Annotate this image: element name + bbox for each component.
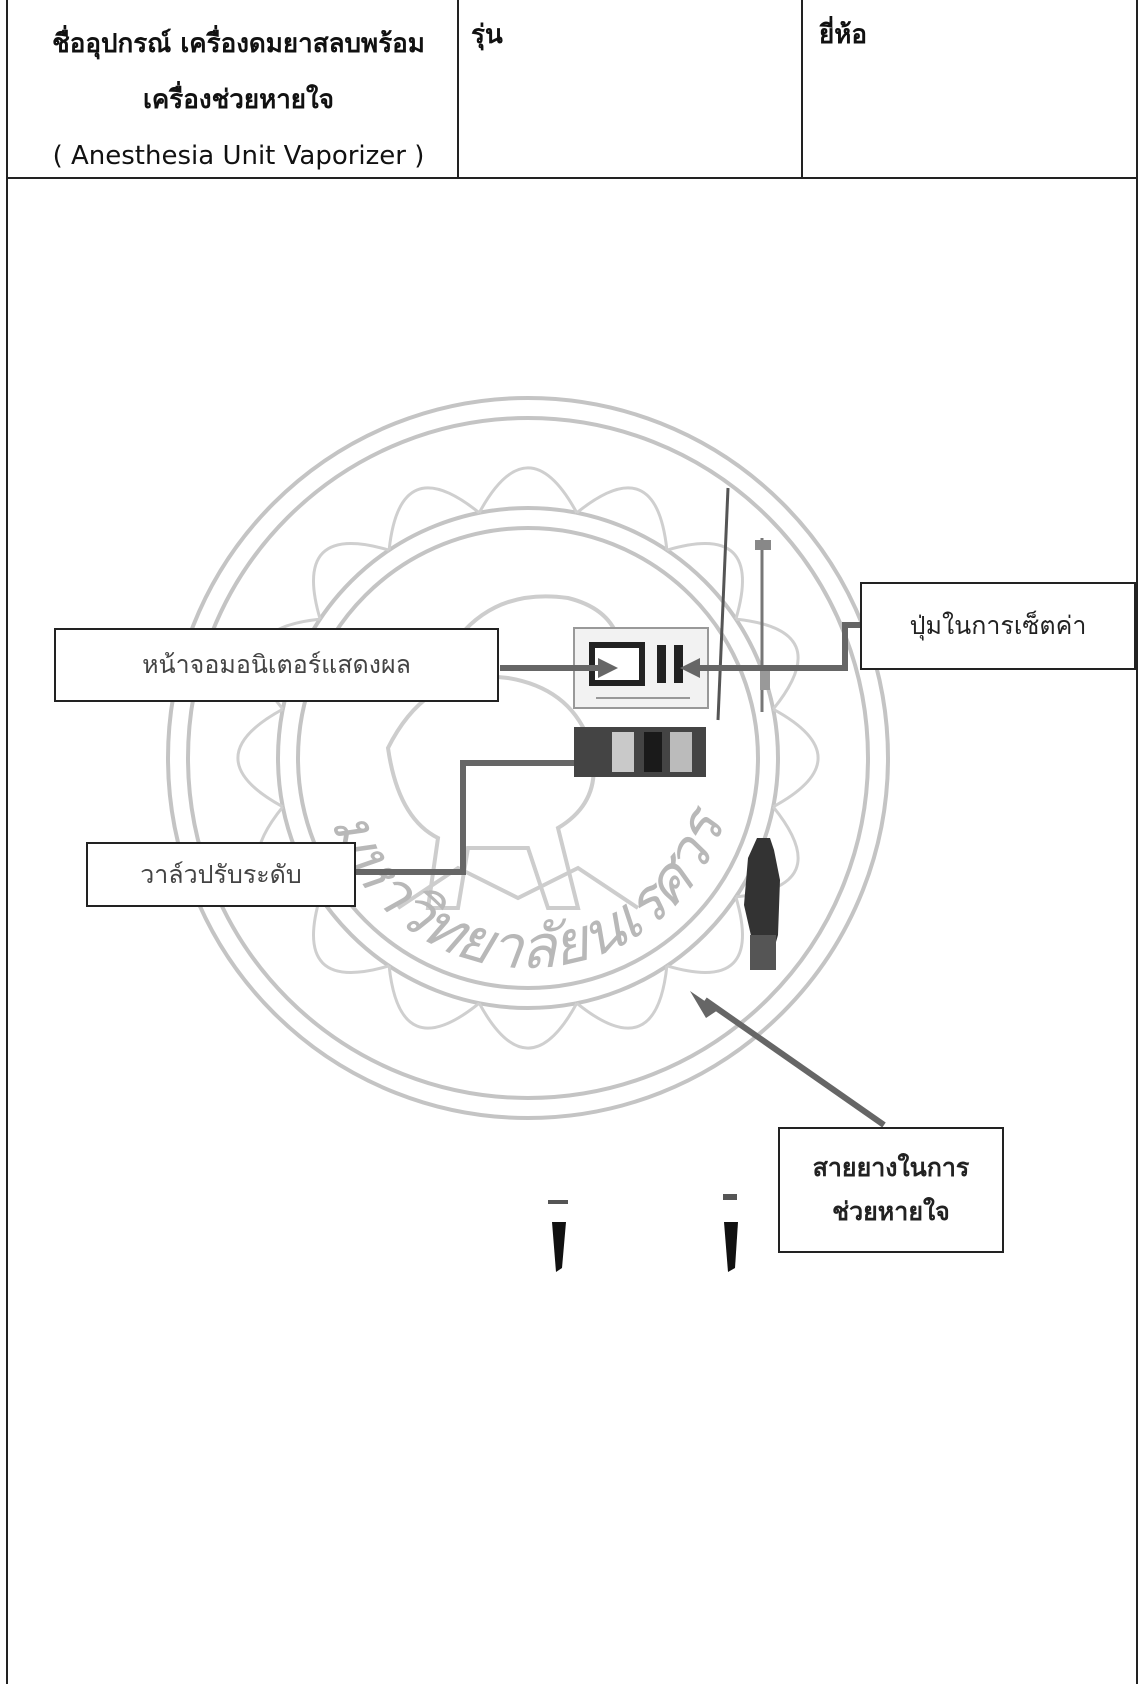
breathing-hose	[744, 838, 780, 970]
rod-fitting	[760, 668, 770, 690]
vaporizer-window-1	[612, 732, 634, 772]
rod-clamp	[755, 540, 771, 550]
callout-hose-line1: สายยางในการ	[813, 1146, 970, 1190]
hose-connector	[705, 1000, 884, 1125]
vaporizer-window-3	[670, 732, 692, 772]
hose-tips	[548, 1194, 738, 1272]
setting-knob-2	[674, 645, 683, 683]
callout-valve-text: วาล์วปรับระดับ	[140, 853, 302, 897]
callout-setting-button-text: ปุ่มในการเซ็ตค่า	[910, 604, 1087, 648]
callout-valve: วาล์วปรับระดับ	[86, 842, 356, 907]
valve-connector	[356, 763, 574, 872]
vaporizer-block	[574, 727, 706, 777]
callout-hose-line2: ช่วยหายใจ	[813, 1190, 970, 1234]
callout-hose: สายยางในการ ช่วยหายใจ	[778, 1127, 1004, 1253]
callout-display-text: หน้าจอมอนิเตอร์แสดงผล	[142, 643, 411, 687]
button-connector	[700, 625, 860, 668]
callout-display: หน้าจอมอนิเตอร์แสดงผล	[54, 628, 499, 702]
vaporizer-window-2	[644, 732, 662, 772]
setting-knob-1	[657, 645, 666, 683]
callout-setting-button: ปุ่มในการเซ็ตค่า	[860, 582, 1136, 670]
stand-rod-left	[718, 488, 728, 720]
